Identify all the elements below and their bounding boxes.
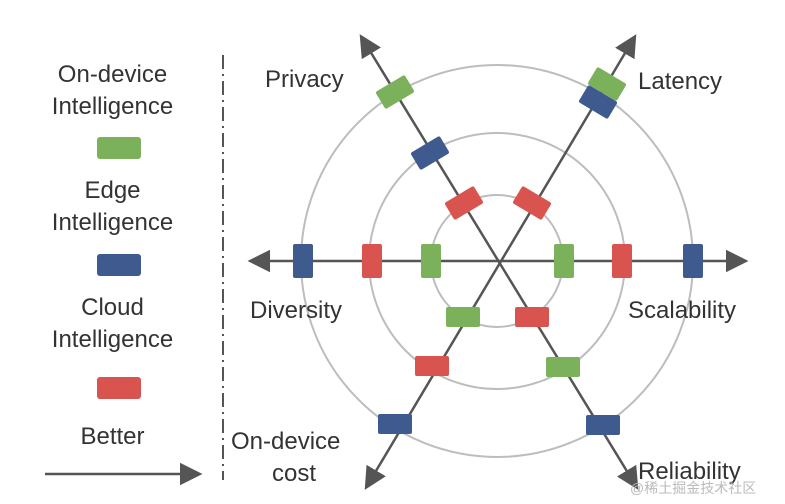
marker-cloud-scalability [612,244,632,278]
axis-latency-cost [364,34,637,490]
marker-on-device-scalability [554,244,574,278]
axis-label-latency: Latency [638,68,723,95]
legend-cloud-label-line2: Intelligence [51,326,174,353]
legend-edge-swatch [97,254,141,276]
legend-on-device-label-line2: Intelligence [51,93,174,120]
axis-label-privacy: Privacy [265,66,344,93]
marker-on-device-latency [588,67,626,101]
marker-edge-cost [378,414,412,434]
marker-cloud-privacy [445,186,483,220]
marker-cloud-cost [415,356,449,376]
axis-label-reliability: Reliability [638,458,741,485]
axis-label-diversity: Diversity [250,297,343,324]
marker-cloud-reliability [515,307,549,327]
axis-label-scalability: Scalability [628,297,737,324]
legend: On-device Intelligence Edge Intelligence… [0,0,225,504]
marker-on-device-reliability [546,357,580,377]
legend-on-device-label-line1: On-device [57,61,168,88]
marker-edge-reliability [586,415,620,435]
marker-edge-diversity [293,244,313,278]
marker-edge-latency [579,85,617,119]
legend-cloud-swatch [97,377,141,399]
legend-edge-label-line2: Intelligence [51,209,174,236]
marker-on-device-cost [446,307,480,327]
legend-edge-label-line1: Edge [84,177,141,204]
axis-label-cost-line1: On-device [231,428,341,455]
legend-on-device-swatch [97,137,141,159]
marker-edge-privacy [411,136,449,170]
legend-better-label: Better [80,423,145,450]
marker-on-device-privacy [376,75,414,109]
legend-cloud-label-line1: Cloud [81,294,144,321]
watermark: @稀土掘金技术社区 [630,480,757,496]
marker-cloud-diversity [362,244,382,278]
marker-edge-scalability [683,244,703,278]
marker-on-device-diversity [421,244,441,278]
axis-label-cost-line2: cost [272,460,317,487]
marker-cloud-latency [513,186,551,220]
